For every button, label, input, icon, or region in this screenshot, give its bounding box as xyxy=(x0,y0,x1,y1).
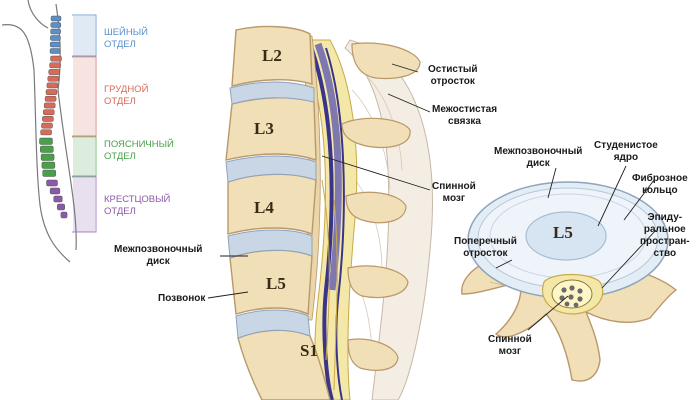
vertebra-label-l3: L3 xyxy=(254,119,274,138)
spine-segment xyxy=(53,195,63,203)
spine-segment xyxy=(43,109,55,116)
spine-segment xyxy=(48,69,60,75)
vertebra-label-l4: L4 xyxy=(254,198,274,217)
spine-segment xyxy=(50,22,62,28)
cross-section-vertebra-label: L5 xyxy=(553,223,573,242)
region-label-lumbar: поясничныйотдел xyxy=(104,139,174,162)
spine-segment xyxy=(57,203,65,211)
region-brackets xyxy=(72,14,97,233)
label-vertebra: Позвонок xyxy=(158,293,206,304)
spine-segment xyxy=(44,95,57,102)
spine-segment xyxy=(49,62,61,69)
spine-segment xyxy=(46,82,59,89)
spine-segment xyxy=(43,102,56,109)
region-label-thoracic: груднойотдел xyxy=(104,84,149,107)
vertebra-label-s1: S1 xyxy=(300,341,318,360)
region-label-sacral: крестцовыйотдел xyxy=(104,194,171,217)
body-silhouette xyxy=(1,0,77,263)
spine-segment xyxy=(41,161,56,169)
spine-segment xyxy=(49,187,61,195)
spine-segment xyxy=(41,122,53,129)
spine-segment xyxy=(60,211,68,219)
axial-cross-section xyxy=(461,181,678,382)
spine-segment xyxy=(45,89,58,95)
spine-segment xyxy=(49,48,61,54)
vertebra-label-l5: L5 xyxy=(266,274,286,293)
spine-segment xyxy=(40,129,52,136)
region-label-cervical: шейныйотдел xyxy=(104,27,148,50)
sagittal-section xyxy=(225,25,433,400)
label-cs-epidural: Эпиду-ральное простран-ство xyxy=(640,212,690,259)
region-fills xyxy=(73,16,95,232)
spine-segment xyxy=(50,15,62,22)
intervertebral-discs xyxy=(225,81,317,339)
spine-segment xyxy=(50,28,61,35)
spinous-processes xyxy=(341,42,421,371)
spine-segment xyxy=(46,179,58,187)
vertebra-label-l2: L2 xyxy=(262,46,282,65)
spine-segment xyxy=(50,55,62,62)
spine-segment xyxy=(49,41,61,48)
vertebral-body-l2 xyxy=(231,25,313,87)
spine-segment xyxy=(40,145,54,153)
spine-segment xyxy=(42,169,56,177)
spine-segment xyxy=(39,137,53,145)
leader-lines xyxy=(207,63,657,331)
spine-segment xyxy=(40,153,55,161)
spine-segment xyxy=(50,35,61,41)
spine-segments xyxy=(39,15,68,219)
spine-segment xyxy=(47,75,60,82)
spine-segment xyxy=(42,116,54,122)
